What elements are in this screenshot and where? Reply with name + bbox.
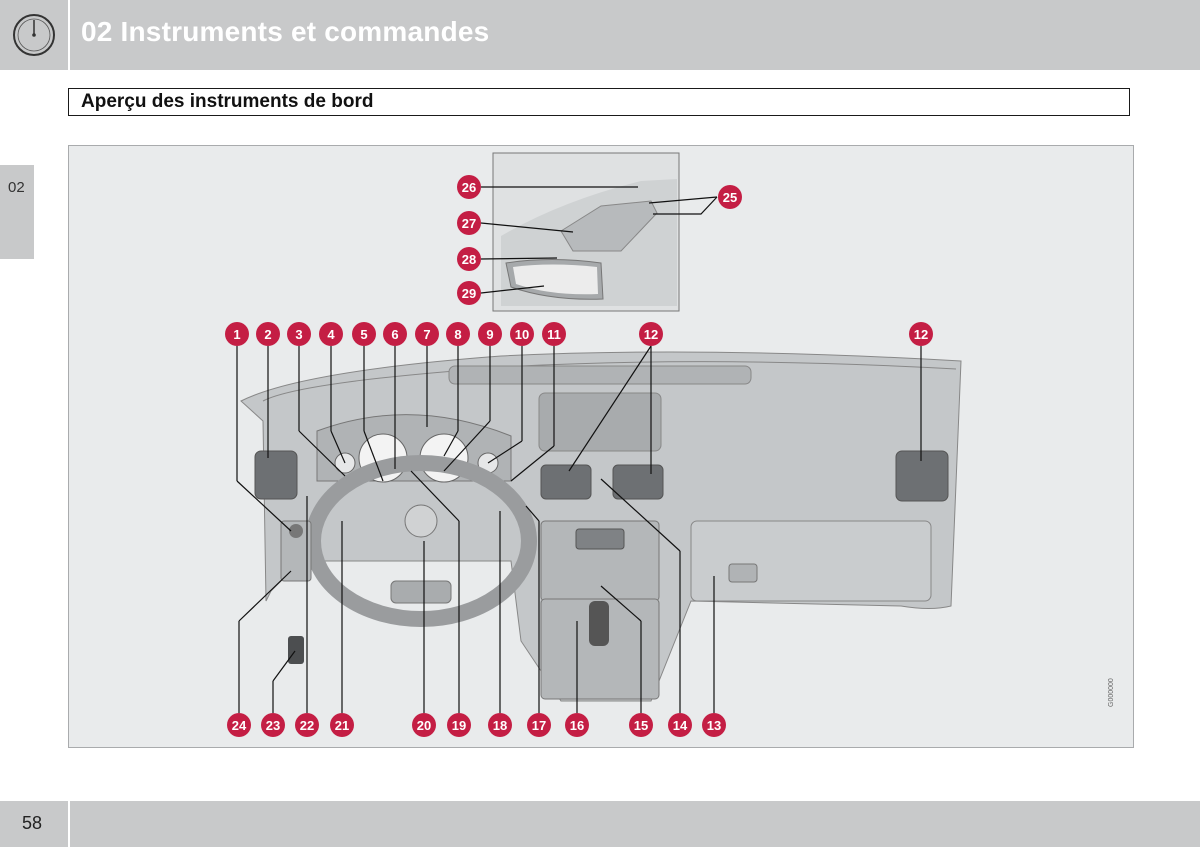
callout-28-label: 28 [462, 252, 476, 267]
callout-9 [478, 322, 502, 346]
figure-code: G000000 [1108, 678, 1115, 707]
callout-19 [447, 713, 471, 737]
callout-1-label: 1 [233, 327, 240, 342]
section-heading-box: Aperçu des instruments de bord [68, 88, 1130, 116]
callout-4-label: 4 [327, 327, 335, 342]
callout-13-label: 13 [707, 718, 721, 733]
callout-5 [352, 322, 376, 346]
callout-5-label: 5 [360, 327, 367, 342]
callout-29-label: 29 [462, 286, 476, 301]
callout-21-label: 21 [335, 718, 349, 733]
callout-27 [457, 211, 481, 235]
callout-27-label: 27 [462, 216, 476, 231]
mirror-inset [492, 152, 680, 312]
callout-12-right [909, 322, 933, 346]
callout-8 [446, 322, 470, 346]
page-title: 02 Instruments et commandes [81, 16, 490, 47]
callout-22 [295, 713, 319, 737]
callout-2 [256, 322, 280, 346]
dashboard-illustration: 26 27 28 29 25 1 2 3 4 5 6 7 [68, 145, 1134, 748]
callout-24-label: 24 [232, 718, 247, 733]
callout-17 [527, 713, 551, 737]
section-title: Aperçu des instruments de bord [81, 91, 374, 112]
footer-divider [68, 801, 70, 847]
inset-callouts: 26 27 28 29 25 [457, 175, 742, 305]
dashboard-body [240, 351, 962, 702]
callout-20 [412, 713, 436, 737]
callout-25 [718, 185, 742, 209]
inset-leaders [480, 186, 718, 294]
chapter-tab-label: 02 [8, 179, 25, 196]
callout-21 [330, 713, 354, 737]
callout-28 [457, 247, 481, 271]
callout-12-right-label: 12 [914, 327, 928, 342]
callout-26-label: 26 [462, 180, 476, 195]
callout-20-label: 20 [417, 718, 431, 733]
callout-1 [225, 322, 249, 346]
callout-22-label: 22 [300, 718, 314, 733]
callout-23-label: 23 [266, 718, 280, 733]
callout-14-label: 14 [673, 718, 688, 733]
callout-18 [488, 713, 512, 737]
callout-25-label: 25 [723, 190, 737, 205]
callout-19-label: 19 [452, 718, 466, 733]
callout-12-center [639, 322, 663, 346]
callout-3 [287, 322, 311, 346]
callout-6 [383, 322, 407, 346]
gauge-icon [0, 0, 68, 70]
callout-15-label: 15 [634, 718, 648, 733]
top-callouts: 1 2 3 4 5 6 7 8 9 10 11 12 12 [225, 322, 933, 346]
callout-3-label: 3 [295, 327, 302, 342]
callout-16-label: 16 [570, 718, 584, 733]
callout-11 [542, 322, 566, 346]
page-number: 58 [22, 813, 43, 833]
callout-23 [261, 713, 285, 737]
callout-29 [457, 281, 481, 305]
callout-14 [668, 713, 692, 737]
callout-8-label: 8 [454, 327, 461, 342]
chapter-tab: 02 [0, 165, 34, 259]
callout-7 [415, 322, 439, 346]
callout-9-label: 9 [486, 327, 493, 342]
callout-13 [702, 713, 726, 737]
footer-page-box [0, 801, 68, 847]
callout-17-label: 17 [532, 718, 546, 733]
callout-16 [565, 713, 589, 737]
callout-15 [629, 713, 653, 737]
dashboard-drawing: 26 27 28 29 25 1 2 3 4 5 6 7 [225, 152, 962, 737]
callout-4 [319, 322, 343, 346]
bottom-leaders [238, 470, 715, 713]
header-divider [68, 0, 70, 70]
footer-bar [0, 801, 1200, 847]
callout-24 [227, 713, 251, 737]
callout-10-label: 10 [515, 327, 529, 342]
callout-2-label: 2 [264, 327, 271, 342]
callout-26 [457, 175, 481, 199]
callout-7-label: 7 [423, 327, 430, 342]
bottom-callouts: 24 23 22 21 20 19 18 17 16 15 14 13 [227, 713, 726, 737]
top-leaders [236, 345, 922, 532]
callout-18-label: 18 [493, 718, 507, 733]
callout-12-center-label: 12 [644, 327, 658, 342]
callout-10 [510, 322, 534, 346]
callout-11-label: 11 [547, 327, 561, 342]
header-bar [0, 0, 1200, 70]
callout-6-label: 6 [391, 327, 398, 342]
